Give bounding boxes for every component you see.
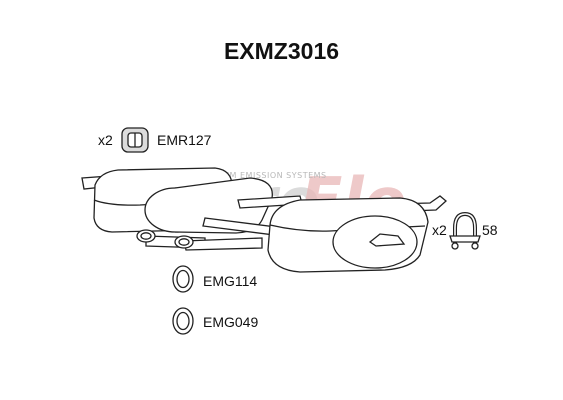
gasket-emg114-icon (172, 265, 194, 293)
rubber-mount-icon (121, 127, 149, 153)
gasket-emg049-icon (172, 307, 194, 335)
part-number-title: EXMZ3016 (223, 38, 340, 64)
gasket-1-code: EMG114 (203, 273, 258, 289)
centre-muffler (144, 177, 273, 234)
u-clamp-icon (449, 211, 481, 250)
watermark-tagline: PREMIUM EMISSION SYSTEMS (196, 171, 327, 180)
rubber-mount-qty: x2 (98, 132, 113, 148)
rear-muffler (267, 197, 429, 273)
clamp-qty: x2 (432, 222, 447, 238)
clamp-code: 58 (482, 222, 498, 238)
rubber-mount-code: EMR127 (157, 132, 212, 148)
inlet-pipe-right (174, 235, 263, 251)
exhaust-assembly (81, 167, 447, 273)
gasket-2-code: EMG049 (203, 314, 259, 330)
